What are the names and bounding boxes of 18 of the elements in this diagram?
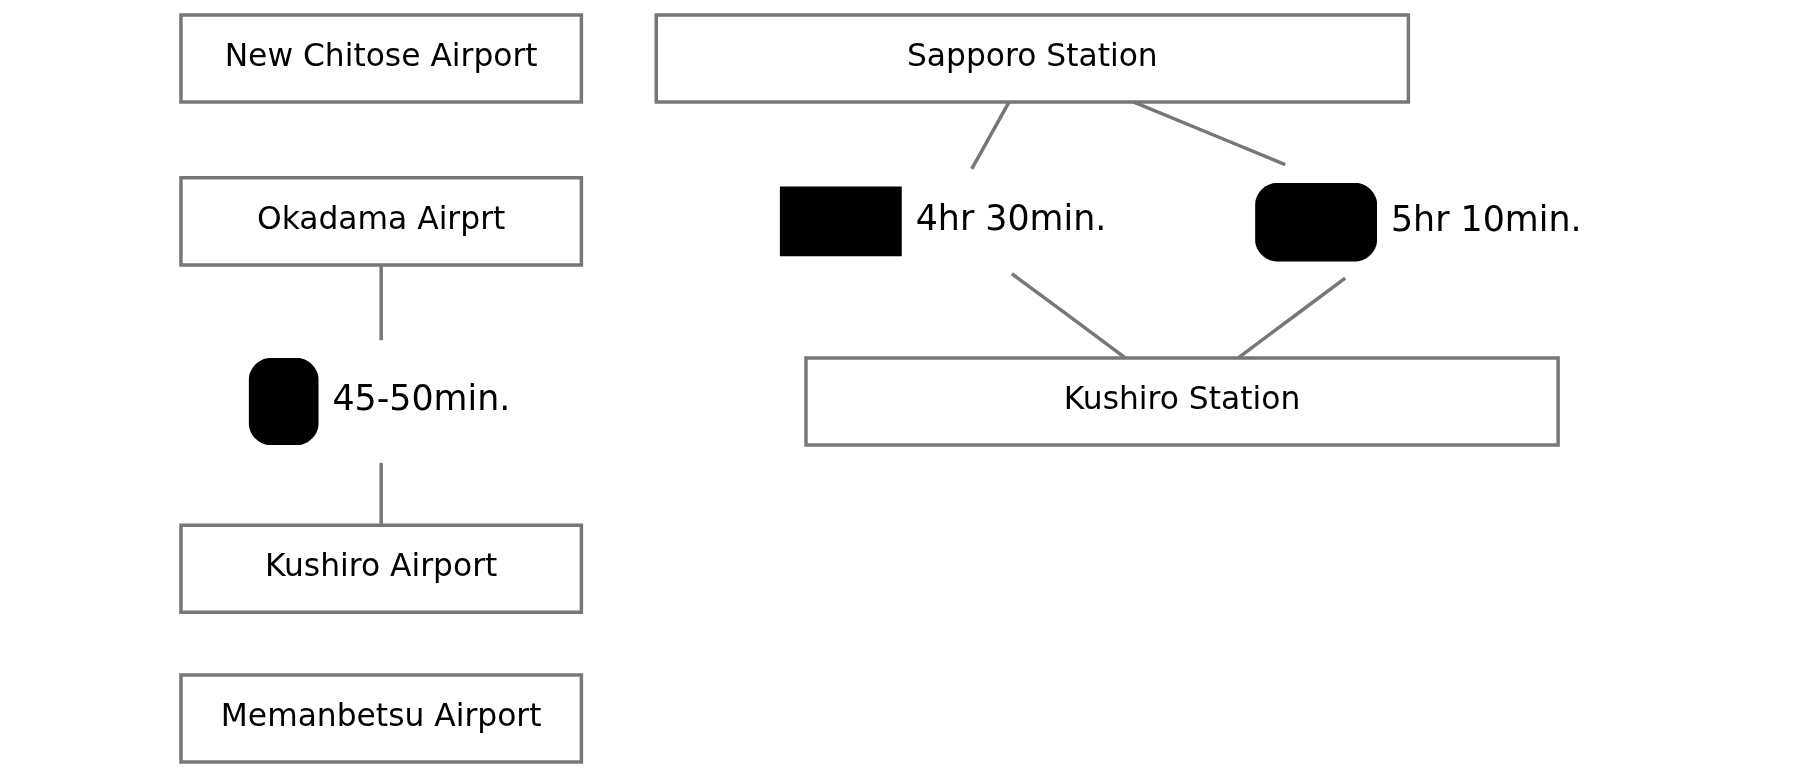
node-bus — [1255, 183, 1378, 262]
node-train — [779, 186, 902, 257]
node-box: Kushiro Airport — [179, 523, 584, 614]
node-airplane — [248, 358, 319, 446]
connector — [379, 265, 383, 341]
node-box: Kushiro Station — [804, 356, 1560, 447]
connector — [1133, 100, 1286, 167]
connector — [970, 101, 1011, 170]
connector — [1010, 272, 1126, 359]
connector — [1237, 276, 1347, 360]
node-box: Memanbetsu Airport — [179, 673, 584, 764]
node-box: Okadama Airprt — [179, 176, 584, 267]
node-box: New Chitose Airport — [179, 13, 584, 104]
node-label: 4hr 30min. — [915, 198, 1107, 239]
node-label: 45-50min. — [332, 378, 511, 419]
connector — [379, 462, 383, 526]
node-label: 5hr 10min. — [1390, 198, 1582, 239]
node-box: Sapporo Station — [654, 13, 1411, 104]
